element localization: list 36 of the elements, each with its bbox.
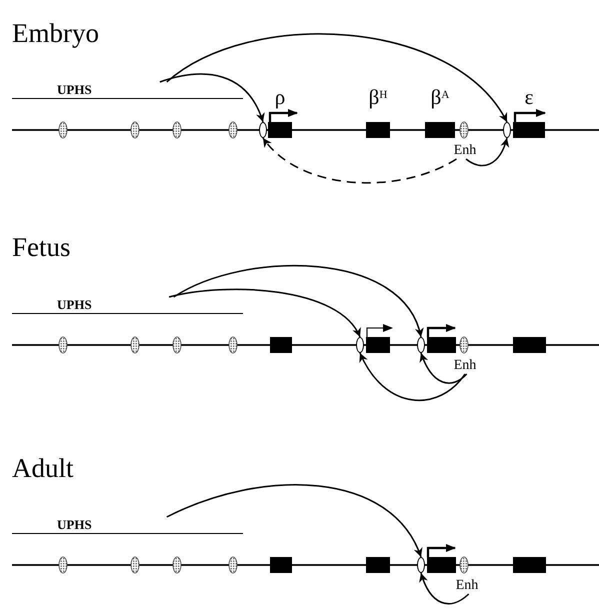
arrow <box>166 33 508 122</box>
panel-title: Fetus <box>12 232 71 262</box>
dashed-arrow <box>262 138 457 184</box>
gene-label: ρ <box>274 86 286 108</box>
promoter-oval <box>259 122 267 138</box>
region-bar-label: UPHS <box>12 517 243 534</box>
gene-label: β$^{A}$ <box>430 86 450 108</box>
gene-block <box>513 557 546 573</box>
enhancer-label: Enh <box>448 143 482 159</box>
gene-label: ε <box>524 86 534 108</box>
panel-title: Adult <box>12 453 74 483</box>
gene-block <box>427 337 456 353</box>
promoter-oval <box>417 557 425 573</box>
enhancer-label: Enh <box>448 358 482 374</box>
arrow <box>420 352 468 384</box>
gene-block <box>270 557 292 573</box>
promoter-oval <box>356 337 364 353</box>
region-bar-label: UPHS <box>12 297 243 314</box>
gene-block <box>513 337 546 353</box>
arrow <box>466 138 509 166</box>
gene-block <box>427 557 456 573</box>
gene-label: β$^{H}$ <box>368 86 388 108</box>
arrow <box>359 352 466 401</box>
promoter-oval <box>503 122 511 138</box>
arrow <box>168 288 361 338</box>
arrow <box>173 264 422 338</box>
gene-block <box>366 557 390 573</box>
gene-block <box>366 337 390 353</box>
promoter-oval <box>417 337 425 353</box>
arrow <box>166 484 422 558</box>
arrow <box>160 73 264 122</box>
arrow <box>420 572 470 604</box>
gene-block <box>270 337 292 353</box>
enhancer-label: Enh <box>450 578 484 594</box>
region-bar-label: UPHS <box>12 82 243 99</box>
panel-title: Embryo <box>12 18 99 48</box>
